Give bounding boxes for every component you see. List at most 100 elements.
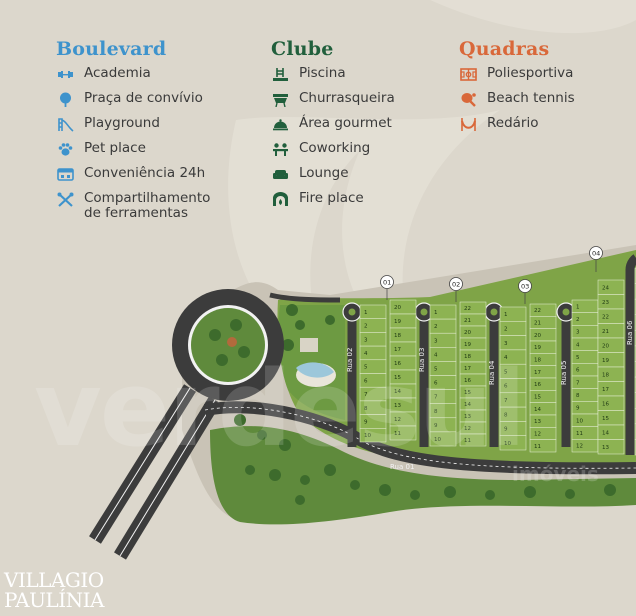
legend-label-lounge: Lounge [299,165,349,181]
legend-quadras: Quadras Poliesportiva Beach tennis Redár… [459,38,575,141]
lot-number: 16 [394,361,401,367]
people-desk-icon [271,141,289,157]
legend-item-poliesportiva: Poliesportiva [459,66,575,82]
legend-label-ferramentas-line2: de ferramentas [84,205,188,221]
lot-number: 13 [394,403,401,409]
lot-number: 6 [576,368,580,374]
legend-title-boulevard: Boulevard [56,38,167,60]
lot-number: 12 [576,444,583,450]
badge-02: 02 [449,277,463,302]
lot-number: 15 [602,416,609,422]
legend-item-redario: Redário [459,116,575,132]
lot-number: 17 [602,387,609,393]
lot-number: 1 [576,304,580,310]
lot-number: 10 [434,437,441,443]
lot-number: 9 [504,427,508,433]
legend-label-churrasqueira: Churrasqueira [299,90,395,106]
cul-de-sac-island-2 [348,308,356,316]
grill-icon [271,91,289,107]
legend-item-piscina: Piscina [271,66,395,82]
roundabout [172,289,284,401]
dumbbell-icon [56,66,74,82]
lot-number: 17 [534,370,541,376]
lot-number: 13 [534,419,541,425]
legend-boulevard: Boulevard Academia Praça de convívio Pla… [56,38,210,230]
lot-number: 21 [602,329,609,335]
badge-03: 03 [518,279,532,304]
lot-number: 23 [602,300,609,306]
lot-number: 10 [364,433,371,439]
lot-parcel [389,425,417,441]
lot-number: 1 [504,312,508,318]
cloche-icon [271,116,289,132]
lot-number: 7 [364,392,368,398]
cul-de-sac-island-3 [420,308,428,316]
lot-number: 11 [534,444,541,450]
lot-number: 3 [434,338,438,344]
lot-number: 19 [464,342,471,348]
legend-item-playground: Playground [56,116,210,132]
lot-number: 7 [504,398,508,404]
lot-number: 21 [534,321,541,327]
racket-icon [459,91,477,107]
badge-02-label: 02 [452,281,460,289]
lot-number: 15 [394,375,401,381]
lot-number: 14 [394,389,401,395]
lot-number: 2 [434,324,438,330]
legend-item-praca: Praça de convívio [56,91,210,107]
legend-item-gourmet: Área gourmet [271,116,395,132]
legend-label-redario: Redário [487,115,539,131]
lot-number: 20 [534,333,541,339]
lot-number: 12 [534,432,541,438]
lot-number: 9 [364,419,368,425]
lot-number: 4 [576,342,580,348]
legend-label-ferramentas-line1: Compartilhamento [84,190,211,206]
lot-number: 11 [464,438,471,444]
lot-number: 6 [504,384,508,390]
tree-icon [56,91,74,107]
lot-number: 13 [464,414,471,420]
brand-line2: PAULÍNIA [4,588,104,612]
lot-number: 8 [434,409,438,415]
lot-number: 18 [394,333,401,339]
street-label-rua01: Rua 01 [390,463,414,471]
lot-number: 12 [394,417,401,423]
street-label-rua02: Rua 02 [346,348,354,372]
lot-number: 1 [364,310,368,316]
lot-number: 7 [434,395,438,401]
legend-item-fireplace: Fire place [271,191,395,207]
lot-number: 14 [534,407,541,413]
lot-number: 11 [394,431,401,437]
lot-number: 2 [504,326,508,332]
watermark: verdesul [34,348,526,470]
lot-number: 19 [534,345,541,351]
lot-number: 1 [434,310,438,316]
lot-number: 21 [464,318,471,324]
lot-number: 18 [534,358,541,364]
lot-number: 4 [364,351,368,357]
badge-01: 01 [380,275,394,300]
lot-number: 8 [504,412,508,418]
legend-item-churrasqueira: Churrasqueira [271,91,395,107]
store-icon [56,166,74,182]
badge-04-label: 04 [592,250,600,258]
lot-number: 9 [434,423,438,429]
legend-clube: Clube Piscina Churrasqueira Área gourmet… [271,38,395,216]
street-label-rua06: Rua 06 [626,320,634,345]
lot-number: 3 [504,341,508,347]
legend-title-quadras: Quadras [459,38,550,60]
legend-label-coworking: Coworking [299,140,371,156]
lot-number: 20 [394,305,401,311]
lot-number: 20 [602,343,609,349]
badge-01-label: 01 [383,279,391,287]
lot-number: 2 [576,317,580,323]
lot-parcel [529,439,557,453]
lot-number: 19 [602,358,609,364]
legend-label-petplace: Pet place [84,140,146,156]
lot-number: 7 [576,380,580,386]
lot-number: 18 [602,372,609,378]
lot-number: 5 [434,366,438,372]
lot-number: 19 [394,319,401,325]
